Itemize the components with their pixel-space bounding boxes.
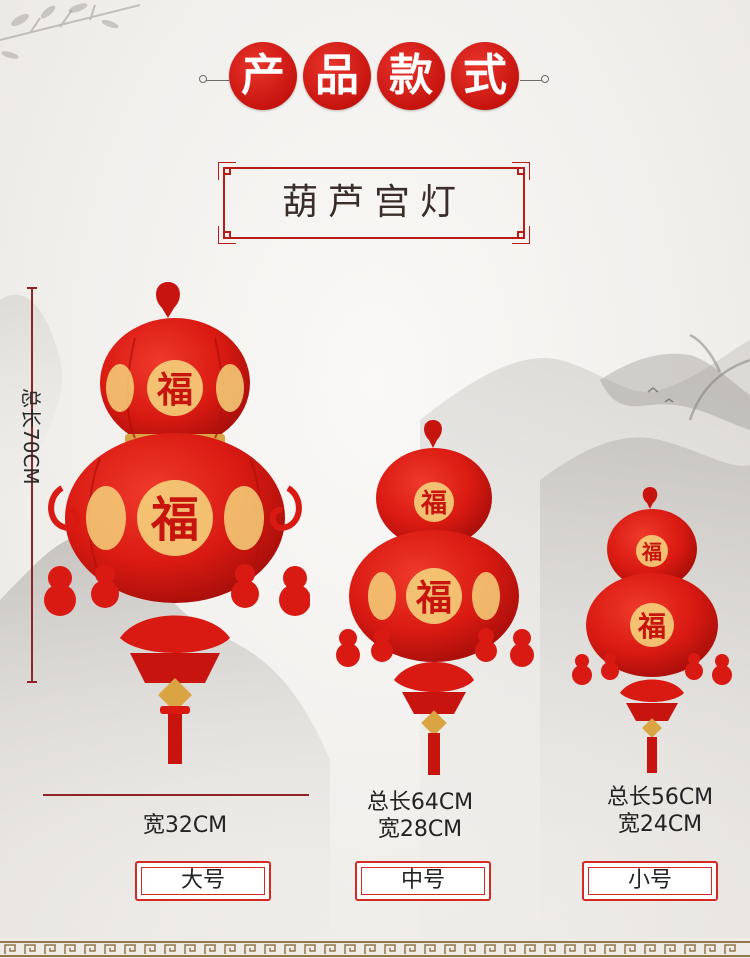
size-medium-label: 中号 [400,868,445,893]
header-rule-right [520,80,544,81]
header-char-4: 式 [451,42,519,110]
small-gourd-lantern: 福 福 [572,487,732,773]
fu-char-upper-small: 福 [641,540,662,564]
header-char-1: 产 [229,42,297,110]
size-medium-button[interactable]: 中号 [355,861,491,901]
subtitle-frame: 葫芦宫灯 [218,162,530,244]
header-dot-left [199,75,207,83]
header-char-2: 品 [303,42,371,110]
size-large-label: 大号 [180,868,225,893]
header-dot-right [541,75,549,83]
header-char-3: 款 [377,42,445,110]
fu-char-upper-medium: 福 [420,489,447,519]
size-small-label: 小号 [627,868,672,893]
fu-char-lower-small: 福 [637,610,666,643]
size-large-button[interactable]: 大号 [135,861,271,901]
fu-char-upper: 福 [156,369,193,411]
section-header: 产 品 款 式 [0,20,750,110]
header-rule-left [205,80,229,81]
medium-gourd-lantern: 福 福 [336,420,534,775]
fu-char-lower: 福 [150,492,199,548]
size-small-button[interactable]: 小号 [582,861,718,901]
medium-width-text: 宽28CM [377,817,463,842]
large-gourd-lantern: 福 福 [44,282,310,764]
medium-total-length-text: 总长64CM [366,790,474,815]
large-width-text: 宽32CM [142,813,228,838]
small-width-text: 宽24CM [617,812,703,837]
subtitle-text: 葫芦宫灯 [281,182,466,223]
fu-char-lower-medium: 福 [415,577,452,619]
height-dimension-line [27,287,37,683]
width-dimension-line [43,794,309,796]
small-total-length-text: 总长56CM [606,785,714,810]
fret-frame-border [218,162,530,244]
